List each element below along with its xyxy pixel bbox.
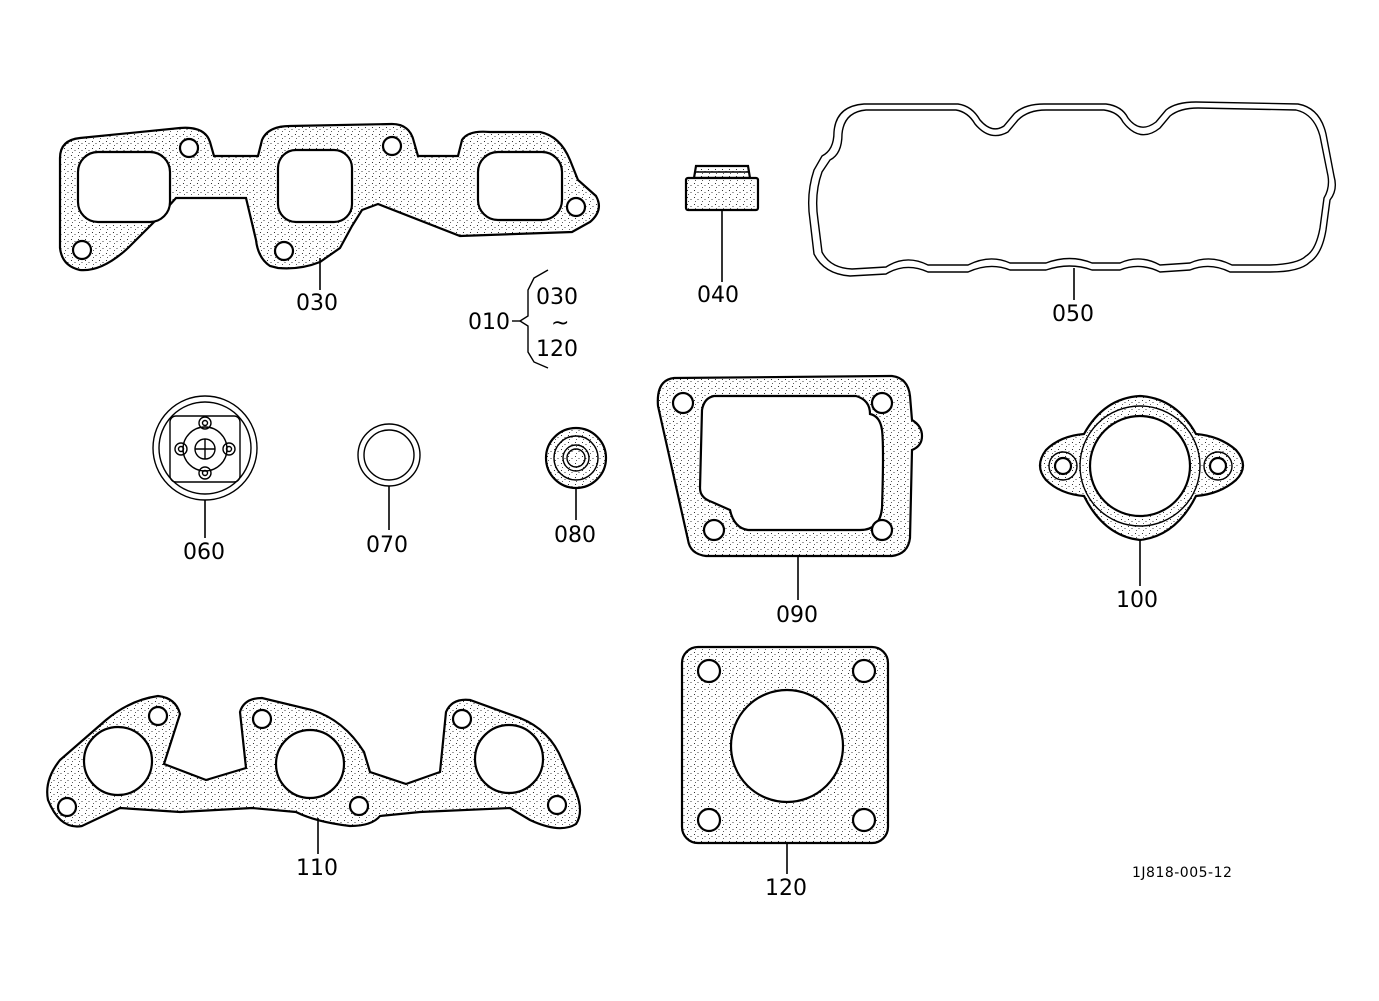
label-060: 060	[183, 540, 225, 565]
label-100: 100	[1116, 588, 1158, 613]
label-120: 120	[765, 876, 807, 901]
label-070: 070	[366, 533, 408, 558]
flange-gasket-100	[1038, 394, 1245, 586]
housing-gasket-090	[656, 374, 924, 600]
set-label-010: 010	[468, 310, 510, 335]
intake-manifold-gasket-110	[46, 694, 582, 854]
exhaust-manifold-gasket-030	[58, 122, 601, 290]
label-090: 090	[776, 603, 818, 628]
head-cover-gasket-050	[807, 101, 1337, 300]
o-ring-070	[357, 423, 421, 530]
drawing-code: 1J818-005-12	[1132, 865, 1232, 881]
label-030: 030	[296, 291, 338, 316]
set-range-end: 120	[536, 337, 578, 362]
label-080: 080	[554, 523, 596, 548]
label-050: 050	[1052, 302, 1094, 327]
label-110: 110	[296, 856, 338, 881]
set-range-start: 030	[536, 285, 578, 310]
bolted-component-060	[152, 395, 258, 538]
square-flange-gasket-120	[680, 645, 890, 874]
set-range-separator: ~	[551, 311, 569, 336]
set-bracket-010	[512, 269, 549, 369]
valve-stem-seal-040	[684, 164, 760, 282]
label-040: 040	[697, 283, 739, 308]
washer-seal-080	[544, 426, 608, 520]
